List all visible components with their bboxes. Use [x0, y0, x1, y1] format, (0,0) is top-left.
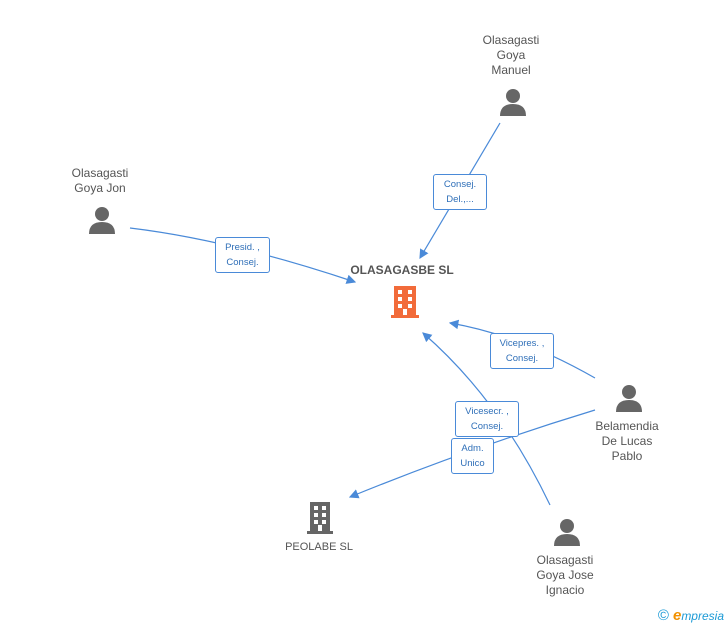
brand-name: mpresia: [681, 609, 724, 623]
edge-label-pablo-peolabe[interactable]: Adm. Unico: [451, 438, 494, 474]
copyright-icon: ©: [657, 607, 669, 624]
edge-label-pablo-main[interactable]: Vicepres. , Consej.: [490, 333, 554, 369]
person-icon[interactable]: [499, 88, 527, 121]
person-pablo-label[interactable]: Belamendia De Lucas Pablo: [595, 419, 659, 463]
person-icon[interactable]: [615, 384, 643, 417]
brand-e: e: [672, 607, 682, 624]
person-manuel-label[interactable]: Olasagasti Goya Manuel: [482, 33, 540, 77]
person-jose-label[interactable]: Olasagasti Goya Jose Ignacio: [536, 553, 594, 597]
edge-label-jose-main[interactable]: Vicesecr. , Consej.: [455, 401, 519, 437]
edge-label-jon-main[interactable]: Presid. , Consej.: [215, 237, 270, 273]
person-jon-label[interactable]: Olasagasti Goya Jon: [71, 166, 129, 195]
building-icon[interactable]: [305, 500, 335, 539]
company-main-label[interactable]: OLASAGASBE SL: [350, 263, 454, 277]
edge-label-manuel-main[interactable]: Consej. Del.,...: [433, 174, 487, 210]
person-icon[interactable]: [88, 206, 116, 239]
person-icon[interactable]: [553, 518, 581, 551]
building-icon[interactable]: [389, 284, 421, 323]
company-peolabe-label[interactable]: PEOLABE SL: [285, 541, 353, 553]
brand-logo[interactable]: © empresia: [658, 607, 724, 624]
